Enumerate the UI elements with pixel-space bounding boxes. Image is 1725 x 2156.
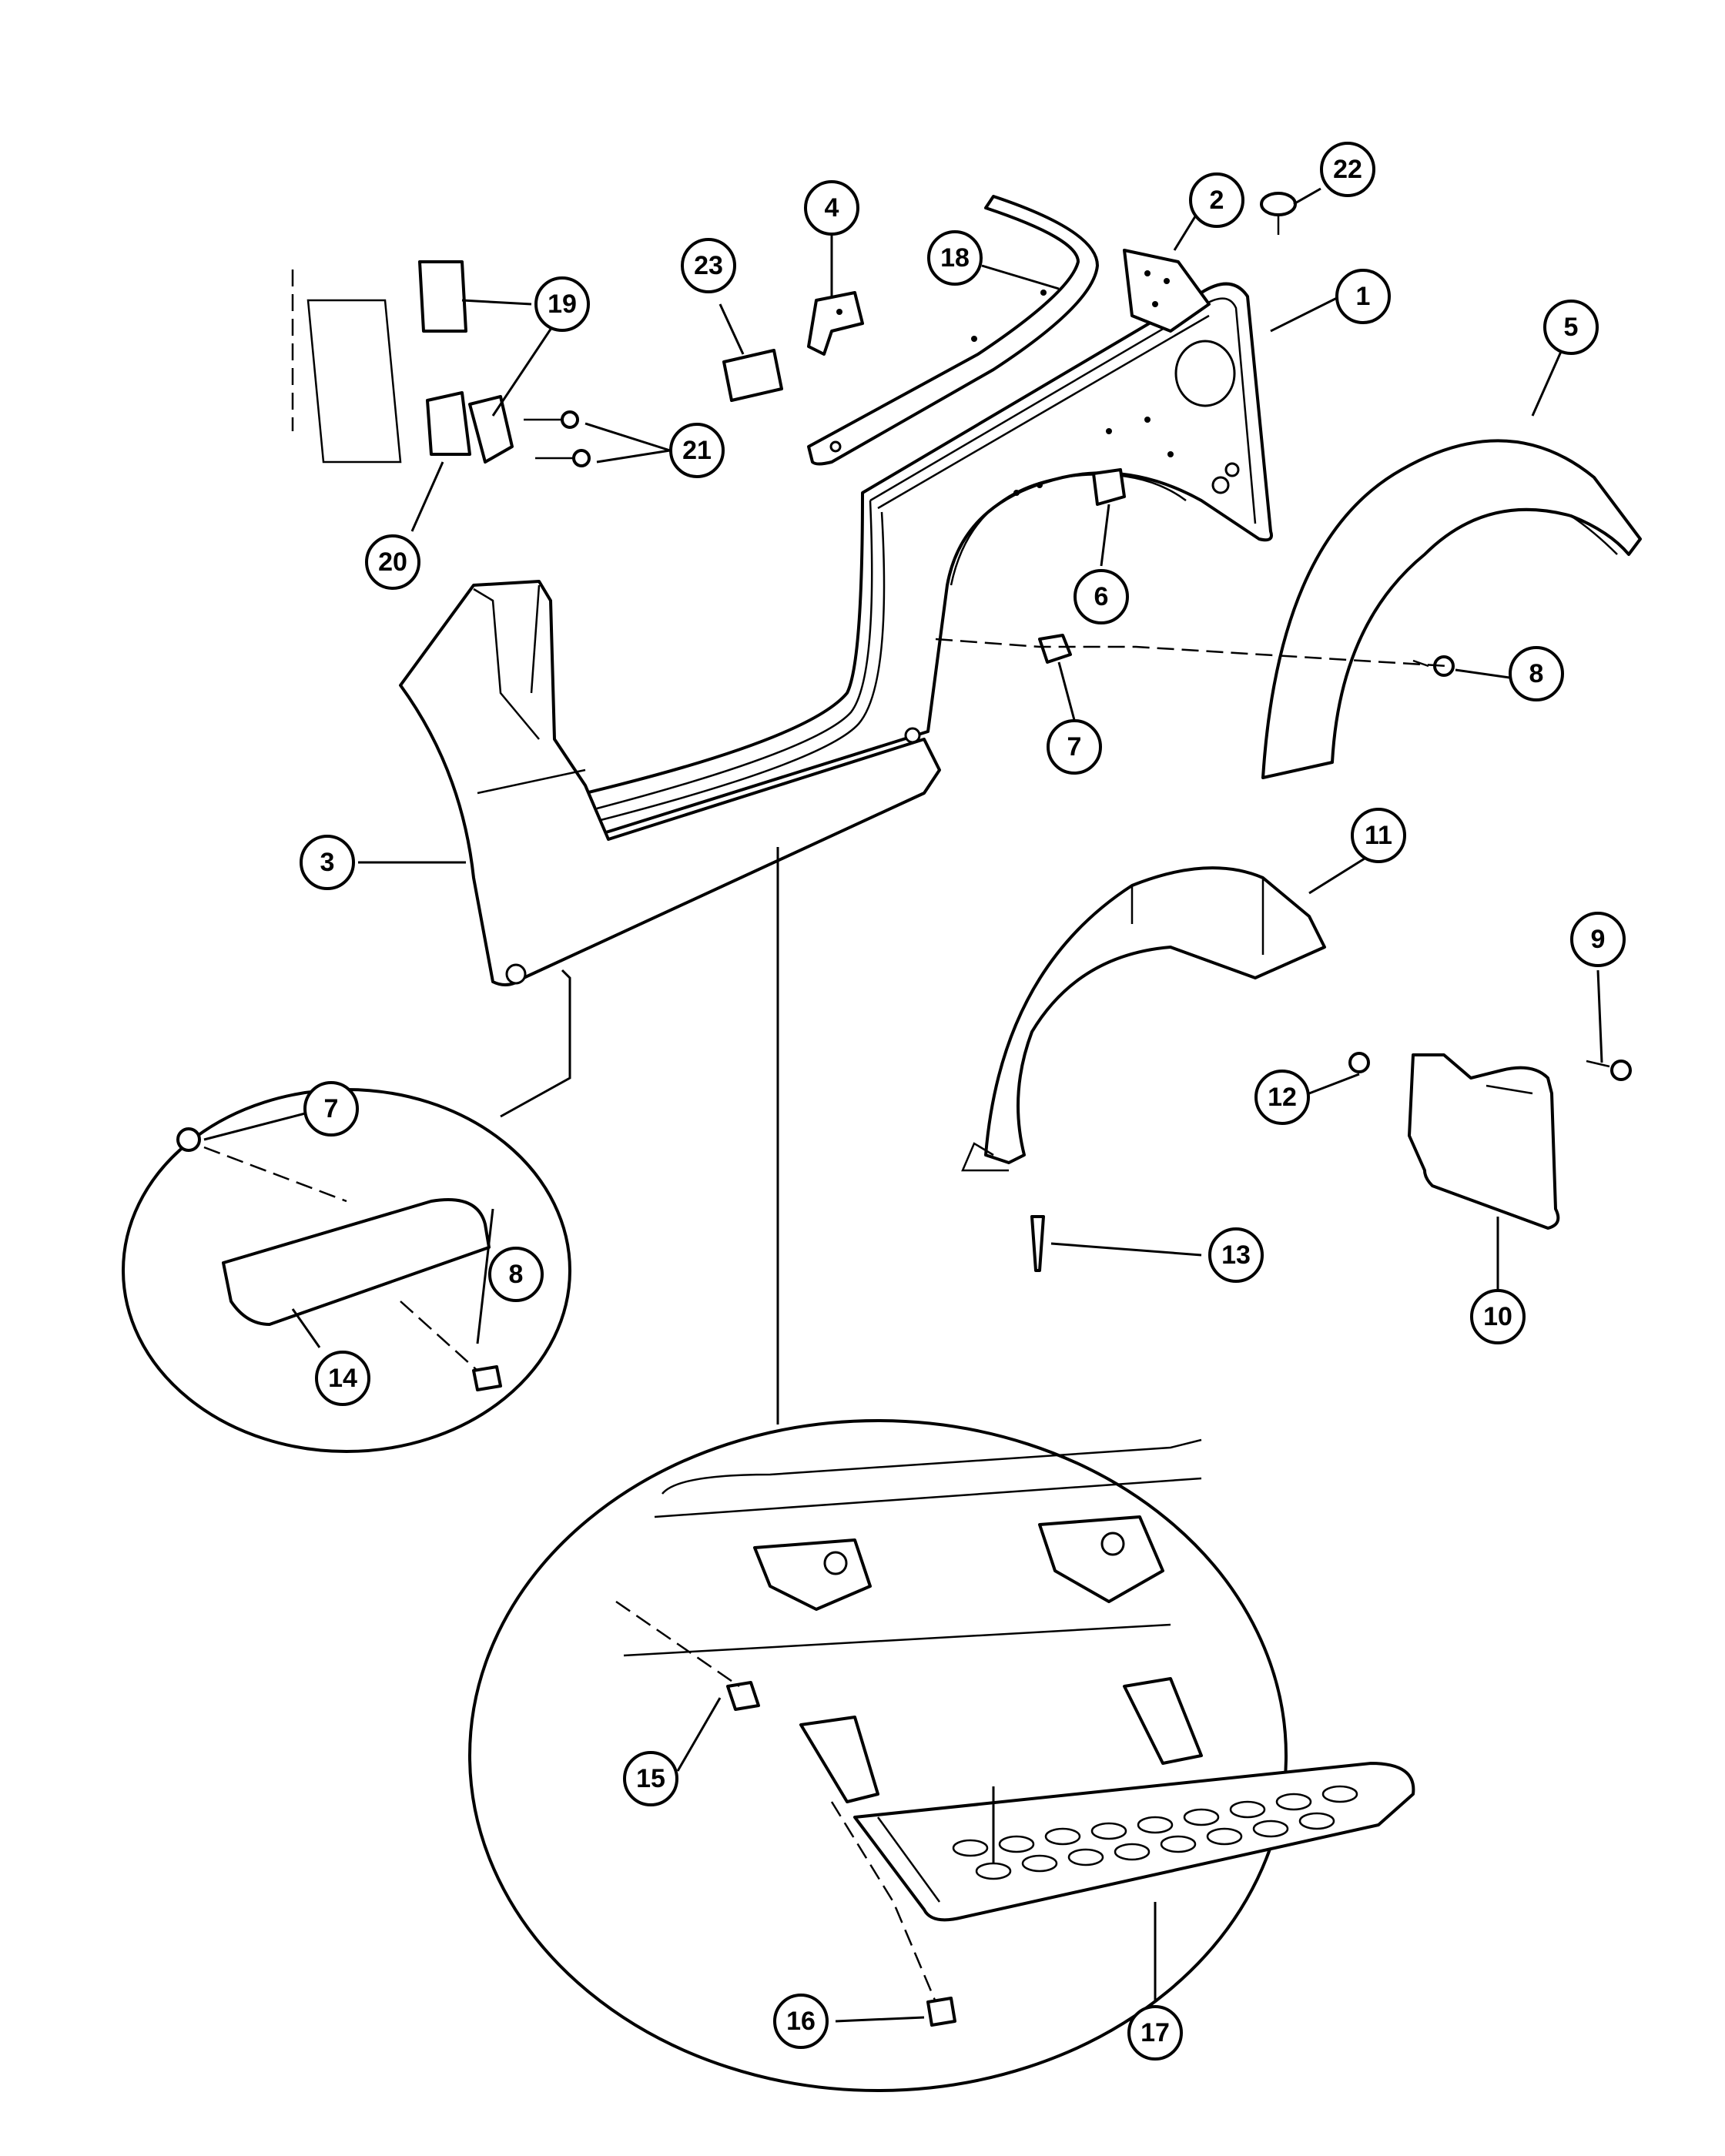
top-rail <box>807 195 1099 466</box>
tread-pattern <box>952 1785 1358 1880</box>
callout-17: 17 <box>1127 2005 1183 2061</box>
svg-text:4: 4 <box>825 193 839 223</box>
svg-text:11: 11 <box>1365 821 1392 850</box>
callout-2: 2 <box>1189 172 1244 228</box>
svg-text:18: 18 <box>940 243 970 273</box>
svg-text:20: 20 <box>378 547 407 577</box>
svg-text:8: 8 <box>509 1260 524 1289</box>
callout-15: 15 <box>623 1751 678 1806</box>
svg-text:22: 22 <box>1333 155 1362 184</box>
inner-wheelhouse <box>961 866 1326 1172</box>
callout-12: 12 <box>1254 1070 1310 1125</box>
fender-flare <box>1261 439 1642 779</box>
svg-text:15: 15 <box>636 1764 665 1793</box>
svg-text:6: 6 <box>1094 582 1109 611</box>
svg-text:13: 13 <box>1221 1240 1251 1270</box>
callout-20: 20 <box>365 534 420 590</box>
svg-text:21: 21 <box>682 436 712 465</box>
push-fastener <box>1260 192 1297 235</box>
callout-1: 1 <box>1335 269 1391 324</box>
callout-19: 19 <box>534 276 590 332</box>
clip-bracket <box>807 291 864 356</box>
corner-bracket <box>1123 249 1211 333</box>
wheelhouse-bolt <box>1348 1052 1370 1073</box>
svg-text:9: 9 <box>1591 925 1606 954</box>
callout-4: 4 <box>804 180 859 236</box>
callout-13: 13 <box>1208 1227 1264 1283</box>
front-body-side <box>399 580 941 986</box>
callout-16: 16 <box>773 1994 829 2049</box>
svg-text:19: 19 <box>548 290 577 319</box>
callout-8a: 8 <box>1509 646 1564 701</box>
callout-7b: 7 <box>303 1081 359 1137</box>
running-board-detail <box>468 847 1415 2092</box>
callout-10: 10 <box>1470 1289 1526 1344</box>
mud-flap <box>1408 1053 1560 1230</box>
svg-text:12: 12 <box>1268 1083 1297 1112</box>
svg-text:10: 10 <box>1483 1302 1512 1331</box>
svg-text:14: 14 <box>328 1364 357 1393</box>
callout-23: 23 <box>681 238 736 293</box>
svg-text:1: 1 <box>1356 282 1371 311</box>
svg-text:17: 17 <box>1141 2018 1170 2047</box>
panel-bracket <box>1092 468 1126 506</box>
callout-3: 3 <box>300 835 355 890</box>
callout-18: 18 <box>927 230 983 286</box>
callout-7a: 7 <box>1047 719 1102 775</box>
svg-text:16: 16 <box>786 2007 816 2036</box>
svg-text:7: 7 <box>324 1094 339 1123</box>
callout-6: 6 <box>1074 569 1129 624</box>
callout-8b: 8 <box>488 1247 544 1302</box>
hinge-assembly <box>291 260 591 467</box>
leader-lines <box>203 187 1603 2023</box>
pad <box>722 349 783 402</box>
svg-text:8: 8 <box>1529 659 1544 688</box>
fastener-line <box>935 638 1449 668</box>
push-nut <box>1038 634 1072 664</box>
svg-text:7: 7 <box>1067 732 1082 762</box>
mud-flap-screw <box>1586 1060 1632 1081</box>
callout-21: 21 <box>669 423 725 478</box>
callout-14: 14 <box>315 1351 370 1406</box>
svg-text:23: 23 <box>694 251 723 280</box>
callout-5: 5 <box>1543 300 1599 355</box>
push-pin <box>1030 1215 1045 1272</box>
step-pad-detail <box>122 969 571 1453</box>
svg-text:2: 2 <box>1210 186 1224 215</box>
callout-9: 9 <box>1570 912 1626 967</box>
callout-22: 22 <box>1320 142 1375 197</box>
svg-text:3: 3 <box>320 848 335 877</box>
callout-11: 11 <box>1351 808 1406 863</box>
svg-text:5: 5 <box>1564 313 1579 342</box>
